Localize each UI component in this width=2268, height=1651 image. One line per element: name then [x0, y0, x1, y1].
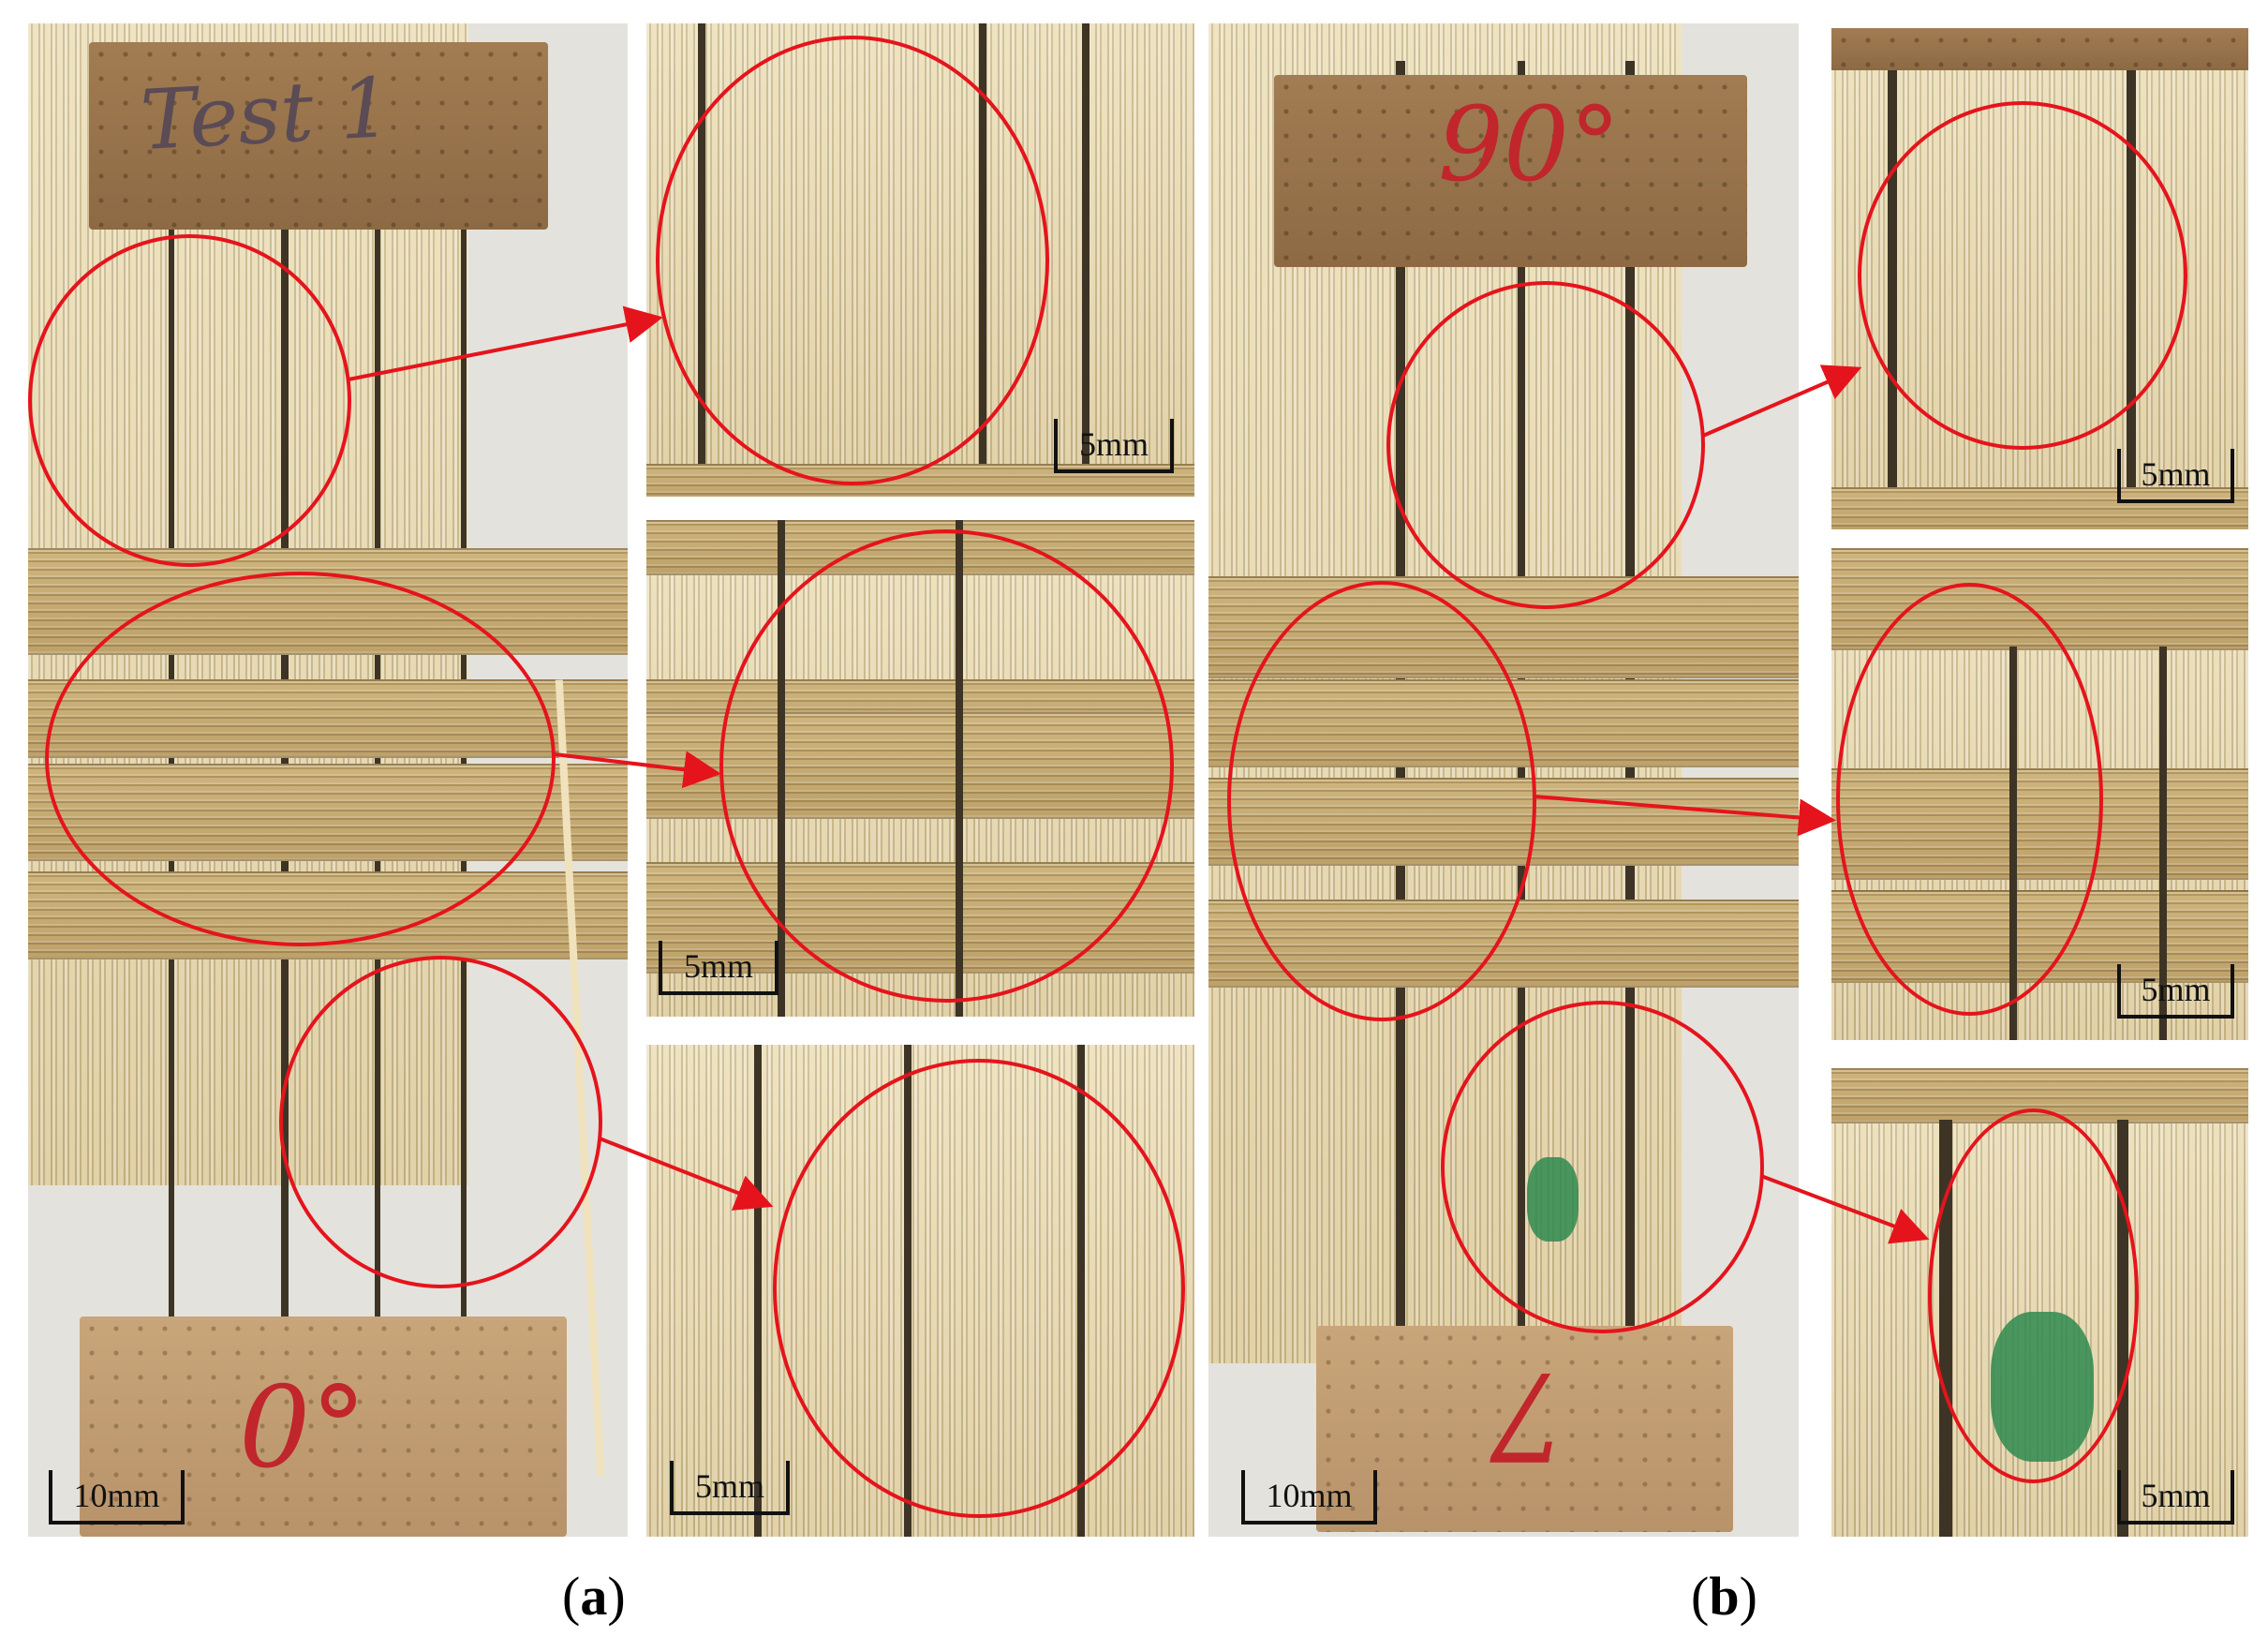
scale-label: 10mm: [73, 1477, 160, 1514]
scale-tick: [1373, 1470, 1377, 1525]
panel-a-caption: (a): [562, 1565, 626, 1628]
scale-bar-detail-b2: 5mm: [2117, 960, 2234, 1019]
grip-tab-edge: [1831, 28, 2248, 70]
scale-bar-detail-a3: 5mm: [670, 1457, 790, 1515]
scale-bar-main-b: 10mm: [1241, 1466, 1377, 1525]
bottom-grip-tab: [80, 1316, 567, 1537]
scale-tick: [2117, 1470, 2121, 1525]
scale-tick: [1170, 419, 1174, 473]
panel-b-caption: (b): [1691, 1565, 1757, 1628]
highlight-ring-a-main-mid: [45, 572, 556, 946]
arrow-a-top: [348, 305, 663, 381]
scale-line: [49, 1521, 185, 1525]
scale-label: 5mm: [694, 1467, 764, 1505]
bottom-grip-tab: [1316, 1326, 1733, 1532]
top-grip-tab: [89, 42, 548, 230]
highlight-ring-a-detail-3: [773, 1059, 1185, 1518]
scale-bar-detail-a2: 5mm: [659, 937, 778, 995]
scale-line: [659, 991, 778, 995]
scale-line: [2117, 1521, 2234, 1525]
caption-letter: b: [1709, 1566, 1740, 1627]
highlight-ring-a-detail-1: [656, 36, 1049, 485]
highlight-ring-a-main-bottom: [279, 956, 602, 1288]
scale-tick: [181, 1470, 185, 1525]
scale-tick: [670, 1461, 674, 1515]
caption-paren: (: [562, 1566, 581, 1627]
scale-tick: [1241, 1470, 1245, 1525]
arrow-a-bottom: [599, 1137, 774, 1211]
scale-bar-main-a: 10mm: [49, 1466, 185, 1525]
scale-label: 5mm: [2141, 455, 2211, 493]
scale-tick: [49, 1470, 52, 1525]
scale-tick: [1054, 419, 1058, 473]
scale-bar-detail-b3: 5mm: [2117, 1466, 2234, 1525]
scale-label: 5mm: [1078, 425, 1149, 463]
highlight-ring-b-detail-3: [1928, 1108, 2139, 1483]
scale-line: [1054, 469, 1174, 473]
tab-top-label: 90°: [1438, 84, 1621, 204]
scale-line: [2117, 1015, 2234, 1019]
scale-tick: [659, 941, 662, 995]
scale-bar-detail-a1: 5mm: [1054, 415, 1174, 473]
scale-tick: [2231, 964, 2234, 1019]
scale-tick: [2231, 449, 2234, 503]
highlight-ring-b-main-mid: [1227, 581, 1536, 1021]
scale-label: 5mm: [683, 947, 753, 985]
highlight-ring-a-detail-2: [719, 529, 1174, 1003]
arrow-a-mid: [554, 751, 721, 789]
highlight-ring-a-main-top: [28, 234, 351, 567]
caption-letter: a: [580, 1566, 608, 1627]
scale-line: [670, 1511, 790, 1515]
scale-label: 5mm: [2141, 971, 2211, 1008]
scale-label: 10mm: [1266, 1477, 1353, 1514]
scale-tick: [775, 941, 778, 995]
arrow-b-top: [1702, 364, 1862, 438]
scale-line: [2117, 499, 2234, 503]
scale-label: 5mm: [2141, 1477, 2211, 1514]
scale-tick: [786, 1461, 790, 1515]
top-grip-tab: [1274, 75, 1747, 267]
arrow-b-bottom: [1760, 1174, 1930, 1244]
strip-gap: [1082, 23, 1090, 497]
scale-tick: [2117, 449, 2121, 503]
highlight-ring-b-detail-1: [1858, 101, 2187, 450]
strip-gap: [754, 1045, 762, 1537]
highlight-ring-b-main-top: [1386, 281, 1705, 609]
caption-paren: ): [607, 1566, 626, 1627]
caption-paren: (: [1691, 1566, 1710, 1627]
scale-line: [1241, 1521, 1377, 1525]
scale-tick: [2117, 964, 2121, 1019]
highlight-ring-b-detail-2: [1836, 583, 2103, 1016]
weft-strip: [1831, 487, 2248, 529]
scale-tick: [2231, 1470, 2234, 1525]
highlight-ring-b-main-bottom: [1441, 1001, 1764, 1333]
tab-bottom-label: 0°: [239, 1363, 367, 1494]
arrow-b-mid: [1534, 795, 1836, 837]
scale-bar-detail-b1: 5mm: [2117, 445, 2234, 503]
strip-gap: [2159, 647, 2167, 1040]
caption-paren: ): [1739, 1566, 1757, 1627]
